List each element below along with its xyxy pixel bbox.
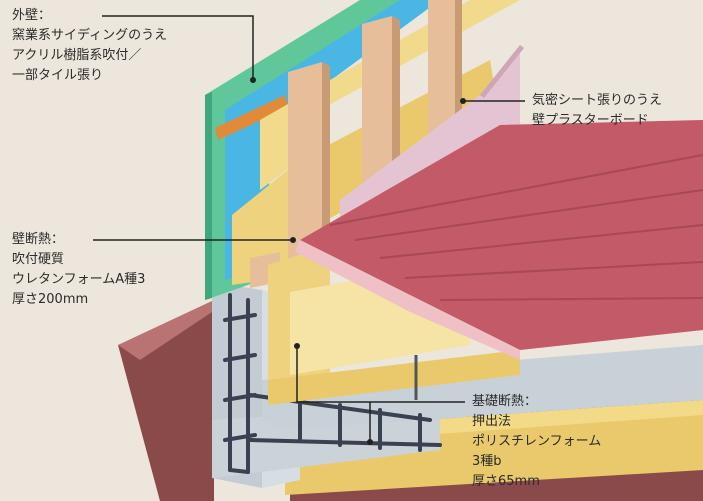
- plasterboard-edge: [480, 45, 524, 98]
- batten-strip: [215, 95, 288, 140]
- label-foundation-insulation-line-2: 押出法: [472, 414, 512, 429]
- floor-board-lines: [329, 154, 703, 301]
- wall-insulation-block: [232, 160, 300, 285]
- floor-finish-boards: [300, 120, 703, 350]
- label-wall-insulation-line-1: 壁断熱：: [12, 232, 65, 247]
- label-exterior-wall-line-4: 一部タイル張り: [12, 68, 104, 83]
- leader-lines: [93, 15, 525, 442]
- label-foundation-insulation: 基礎断熱： 押出法 ポリスチレンフォーム 3種b 厚さ65mm: [472, 392, 601, 492]
- label-wall-insulation: 壁断熱： 吹付硬質 ウレタンフォームA種3 厚さ200mm: [12, 230, 145, 310]
- exterior-siding-edge: [205, 92, 212, 300]
- floor-underlay-pink: [295, 240, 520, 360]
- leader-dots: [250, 77, 466, 445]
- label-wall-insulation-line-4: 厚さ200mm: [12, 292, 89, 307]
- label-wall-insulation-line-3: ウレタンフォームA種3: [12, 272, 146, 287]
- label-foundation-insulation-line-5: 厚さ65mm: [472, 474, 540, 489]
- label-exterior-wall-line-2: 窯業系サイディングのうえ: [12, 28, 168, 43]
- label-airtight-sheet-line-1: 気密シート張りのうえ: [532, 93, 663, 108]
- label-airtight-sheet: 気密シート張りのうえ 壁プラスターボード: [532, 91, 662, 131]
- label-foundation-insulation-line-1: 基礎断熱：: [472, 394, 538, 409]
- rebar-group: [223, 293, 442, 474]
- label-airtight-sheet-line-2: 壁プラスターボード: [532, 113, 649, 128]
- label-foundation-insulation-line-3: ポリスチレンフォーム: [472, 434, 602, 449]
- label-exterior-wall: 外壁： 窯業系サイディングのうえ アクリル樹脂系吹付／ 一部タイル張り: [12, 6, 167, 86]
- label-wall-insulation-line-2: 吹付硬質: [12, 252, 65, 267]
- label-exterior-wall-line-1: 外壁：: [12, 8, 52, 23]
- floor-insulation-bottom: [268, 350, 520, 405]
- concrete-slab: [262, 345, 703, 430]
- label-foundation-insulation-line-4: 3種b: [472, 454, 502, 469]
- soil-ground-top: [118, 300, 230, 360]
- label-exterior-wall-line-3: アクリル樹脂系吹付／: [12, 48, 142, 63]
